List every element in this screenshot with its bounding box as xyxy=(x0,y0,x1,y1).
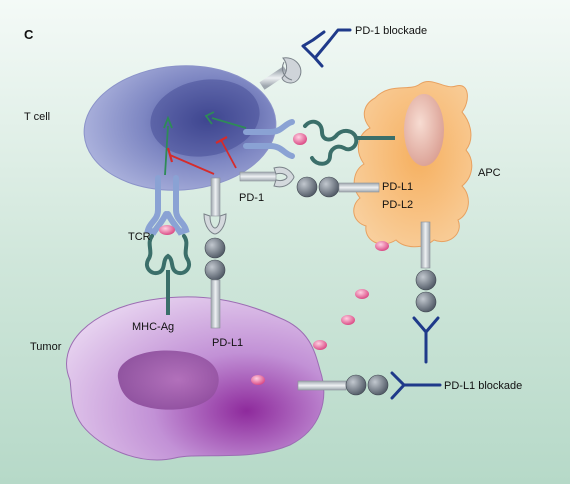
activation-arrow-costim xyxy=(211,117,247,129)
panel-label: C xyxy=(24,27,34,42)
cytokine xyxy=(375,241,389,251)
pd1-label: PD-1 xyxy=(239,192,264,204)
pdl2-apc-label: PD-L2 xyxy=(382,199,413,211)
tcr-label: TCR xyxy=(128,231,151,243)
tumor-label: Tumor xyxy=(30,341,62,353)
apc-nucleus xyxy=(404,94,444,166)
inhibition-arrow-tumor xyxy=(169,154,215,175)
pdl1-blockade-group: PD-L1 blockade xyxy=(297,371,522,400)
tumor-nucleus xyxy=(117,350,219,410)
antigen-peptide xyxy=(159,225,175,235)
cytokine xyxy=(251,375,265,385)
cytokine xyxy=(341,315,355,325)
pd1-blockade-label: PD-1 blockade xyxy=(355,25,427,37)
cytokine xyxy=(355,289,369,299)
costim-complex xyxy=(243,119,395,166)
apc-pdl1-down xyxy=(412,221,440,364)
signaling-arrows xyxy=(163,111,247,176)
tumor-cell xyxy=(66,296,325,461)
apc-label: APC xyxy=(478,167,501,179)
cytokines xyxy=(251,241,389,385)
cytokine xyxy=(313,340,327,350)
pdl1-apc-label: PD-L1 xyxy=(382,181,413,193)
t-cell-label: T cell xyxy=(24,111,50,123)
pdl1-blockade-label: PD-L1 blockade xyxy=(444,380,522,392)
inhibition-arrow-apc xyxy=(220,139,237,169)
apc-pdl1-antibody xyxy=(412,316,440,364)
mhc-ag-label: MHC-Ag xyxy=(132,321,174,333)
pdl1-antibody xyxy=(390,371,442,400)
activation-arrow-tcr xyxy=(164,125,169,176)
tcr-mhc-complex: TCR MHC-Ag xyxy=(128,175,191,333)
t-cell-nucleus xyxy=(150,79,260,157)
pd1-antibody xyxy=(301,28,352,68)
pd1-pdl1-tumor: PD-L1 xyxy=(203,177,243,349)
pd1-pdl-apc: PD-1 PD-L1 PD-L2 xyxy=(239,166,413,211)
pdl1-tumor-label: PD-L1 xyxy=(212,337,243,349)
t-cell xyxy=(83,65,277,191)
pd1-blockade-group: PD-1 blockade xyxy=(259,25,427,90)
apc-cell xyxy=(353,81,473,248)
